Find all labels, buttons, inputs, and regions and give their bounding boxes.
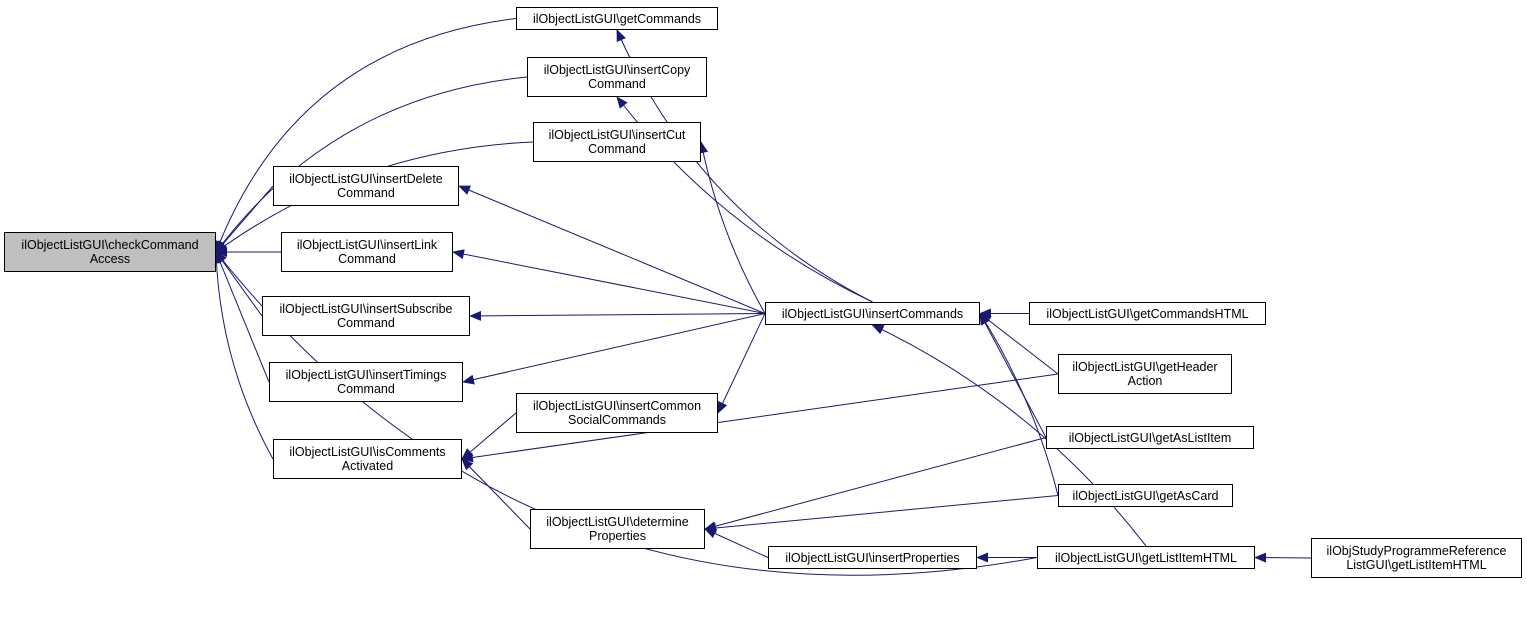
node-get-list-item-html[interactable]: ilObjectListGUI\getListItemHTML xyxy=(1037,546,1255,569)
call-edge-insertDeleteCommand-to-checkCommandAccess xyxy=(215,185,274,253)
node-label: Command xyxy=(337,382,395,396)
node-insert-delete-command[interactable]: ilObjectListGUI\insertDelete Command xyxy=(273,166,459,206)
call-edge-insertCommands-to-insertCutCommand xyxy=(698,141,766,314)
call-edge-getCommands-to-checkCommandAccess xyxy=(215,18,517,253)
call-edge-insertCommands-to-insertTimingsCommand xyxy=(462,313,766,385)
node-label: ilObjectListGUI\insertProperties xyxy=(785,550,960,565)
node-label: ilObjectListGUI\getCommandsHTML xyxy=(1046,306,1249,321)
node-label: Command xyxy=(588,142,646,156)
node-label: ilObjStudyProgrammeReference xyxy=(1326,544,1507,558)
node-insert-subscribe-command[interactable]: ilObjectListGUI\insertSubscribe Command xyxy=(262,296,470,336)
call-edge-getAsCard-to-insertCommands xyxy=(979,312,1059,496)
call-edge-insertTimingsCommand-to-checkCommandAccess xyxy=(215,251,270,383)
node-is-comments-activated[interactable]: ilObjectListGUI\isComments Activated xyxy=(273,439,462,479)
call-edge-insertCommands-to-insertLinkCommand xyxy=(452,249,766,314)
call-edge-insertCommands-to-insertDeleteCommand xyxy=(458,185,766,314)
node-label: Access xyxy=(89,252,131,266)
node-label: ilObjectListGUI\insertDelete xyxy=(289,172,443,186)
node-insert-commands[interactable]: ilObjectListGUI\insertCommands xyxy=(765,302,980,325)
node-label: Command xyxy=(588,77,646,91)
node-insert-copy-command[interactable]: ilObjectListGUI\insertCopy Command xyxy=(527,57,707,97)
call-edge-studyProgrammeGetListItemHTML-to-getListItemHTML xyxy=(1254,552,1312,563)
node-get-commands-html[interactable]: ilObjectListGUI\getCommandsHTML xyxy=(1029,302,1266,325)
node-insert-timings-command[interactable]: ilObjectListGUI\insertTimings Command xyxy=(269,362,463,402)
node-get-as-card[interactable]: ilObjectListGUI\getAsCard xyxy=(1058,484,1233,507)
node-label: ilObjectListGUI\insertSubscribe xyxy=(279,302,453,316)
node-check-command-access: ilObjectListGUI\checkCommand Access xyxy=(4,232,216,272)
call-edge-insertCommands-to-insertSubscribeCommand xyxy=(469,310,766,321)
call-edge-getAsListItem-to-insertCommands xyxy=(979,312,1047,438)
node-insert-properties[interactable]: ilObjectListGUI\insertProperties xyxy=(768,546,977,569)
node-insert-link-command[interactable]: ilObjectListGUI\insertLink Command xyxy=(281,232,453,272)
node-label: ilObjectListGUI\insertTimings xyxy=(285,368,447,382)
call-edge-isCommentsActivated-to-checkCommandAccess xyxy=(211,251,274,460)
node-label: ilObjectListGUI\getListItemHTML xyxy=(1055,550,1237,565)
call-edge-getAsCard-to-determineProperties xyxy=(704,495,1059,533)
call-edge-insertSubscribeCommand-to-checkCommandAccess xyxy=(215,251,263,317)
node-label: ilObjectListGUI\insertCommands xyxy=(781,306,964,321)
node-get-header-action[interactable]: ilObjectListGUI\getHeader Action xyxy=(1058,354,1232,394)
node-label: ilObjectListGUI\determine xyxy=(546,515,689,529)
call-edge-insertCommands-to-insertCommonSocialCommands xyxy=(717,313,766,414)
node-insert-common-social-commands[interactable]: ilObjectListGUI\insertCommon SocialComma… xyxy=(516,393,718,433)
node-label: Properties xyxy=(589,529,646,543)
call-edge-insertCopyCommand-to-checkCommandAccess xyxy=(215,76,528,253)
node-label: ListGUI\getListItemHTML xyxy=(1346,558,1487,572)
call-edge-determineProperties-to-isCommentsActivated xyxy=(461,458,531,530)
node-get-commands[interactable]: ilObjectListGUI\getCommands xyxy=(516,7,718,30)
node-label: Command xyxy=(337,186,395,200)
node-get-as-list-item[interactable]: ilObjectListGUI\getAsListItem xyxy=(1046,426,1254,449)
call-edge-getListItemHTML-to-insertCommands xyxy=(871,324,1147,547)
node-label: SocialCommands xyxy=(568,413,666,427)
node-label: ilObjectListGUI\isComments xyxy=(289,445,446,459)
node-label: ilObjectListGUI\insertCopy xyxy=(543,63,691,77)
node-label: ilObjectListGUI\insertCommon xyxy=(532,399,702,413)
call-edge-insertProperties-to-determineProperties xyxy=(704,528,769,558)
node-label: Command xyxy=(338,252,396,266)
node-study-programme-get-list-item-html[interactable]: ilObjStudyProgrammeReference ListGUI\get… xyxy=(1311,538,1522,578)
node-label: ilObjectListGUI\insertCut xyxy=(548,128,686,142)
node-label: ilObjectListGUI\insertLink xyxy=(296,238,438,252)
node-determine-properties[interactable]: ilObjectListGUI\determine Properties xyxy=(530,509,705,549)
node-label: ilObjectListGUI\getAsCard xyxy=(1072,488,1219,503)
call-edge-getAsListItem-to-determineProperties xyxy=(704,437,1047,531)
node-label: Activated xyxy=(341,459,394,473)
node-label: ilObjectListGUI\checkCommand xyxy=(21,238,199,252)
node-label: ilObjectListGUI\getHeader xyxy=(1072,360,1218,374)
node-label: ilObjectListGUI\getAsListItem xyxy=(1068,430,1232,445)
node-label: Action xyxy=(1127,374,1163,388)
node-insert-cut-command[interactable]: ilObjectListGUI\insertCut Command xyxy=(533,122,701,162)
node-label: ilObjectListGUI\getCommands xyxy=(532,11,702,26)
call-edge-getHeaderAction-to-isCommentsActivated xyxy=(461,373,1059,463)
node-label: Command xyxy=(337,316,395,330)
